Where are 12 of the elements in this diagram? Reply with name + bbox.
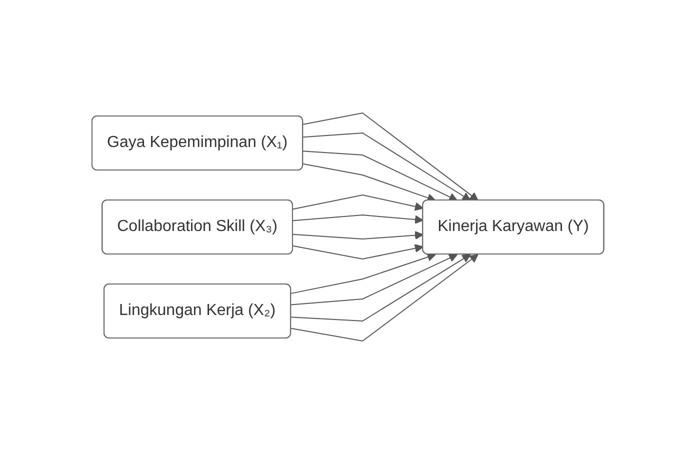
arrow	[302, 132, 471, 200]
arrow	[302, 112, 479, 200]
arrow	[292, 230, 424, 240]
arrow	[290, 253, 458, 305]
arrow	[290, 252, 436, 294]
arrow	[290, 254, 471, 321]
arrow	[302, 162, 436, 202]
arrow	[292, 194, 424, 210]
arrow	[302, 150, 458, 201]
arrow	[290, 254, 479, 342]
arrow	[292, 214, 424, 224]
arrow	[292, 244, 424, 259]
